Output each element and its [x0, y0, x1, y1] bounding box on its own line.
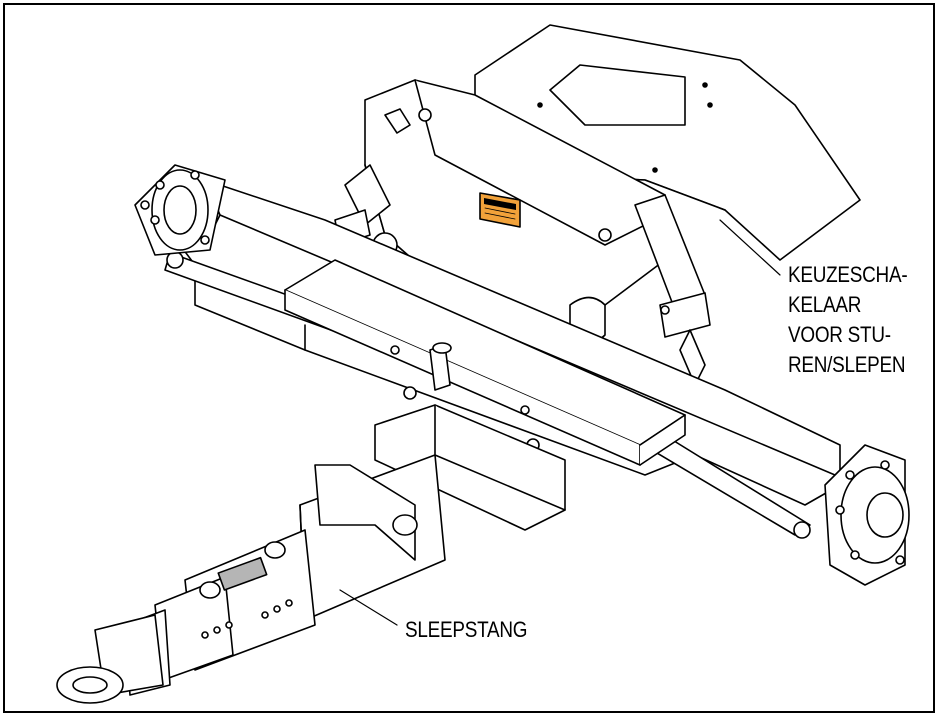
tow-bar-label: SLEEPSTANG	[405, 617, 528, 642]
hitch-bracket	[374, 342, 566, 531]
selector-switch-label-line-1: KEUZESCHA-	[788, 262, 908, 287]
selector-switch-label-line-2: KELAAR	[788, 292, 862, 317]
selector-switch-label-line-3: VOOR STU-	[788, 322, 891, 347]
selector-switch-leader	[719, 219, 781, 276]
diagram-frame: KEUZESCHA- KELAAR VOOR STU- REN/SLEPEN S…	[3, 3, 935, 713]
axle-and-towbar-drawing	[56, 24, 910, 704]
selector-switch-label-line-4: REN/SLEPEN	[788, 352, 906, 377]
right-wheel-hub	[824, 444, 910, 586]
tow-bar	[124, 454, 446, 696]
tow-bar-decal	[217, 556, 268, 591]
lock-pins	[199, 514, 418, 599]
left-wheel-hub	[134, 164, 226, 256]
warning-decal	[479, 192, 521, 228]
selector-switch-label: KEUZESCHA- KELAAR VOOR STU- REN/SLEPEN	[788, 260, 908, 380]
tow-eye	[56, 614, 164, 704]
center-tube	[284, 259, 686, 466]
tow-bar-leader	[339, 589, 398, 626]
